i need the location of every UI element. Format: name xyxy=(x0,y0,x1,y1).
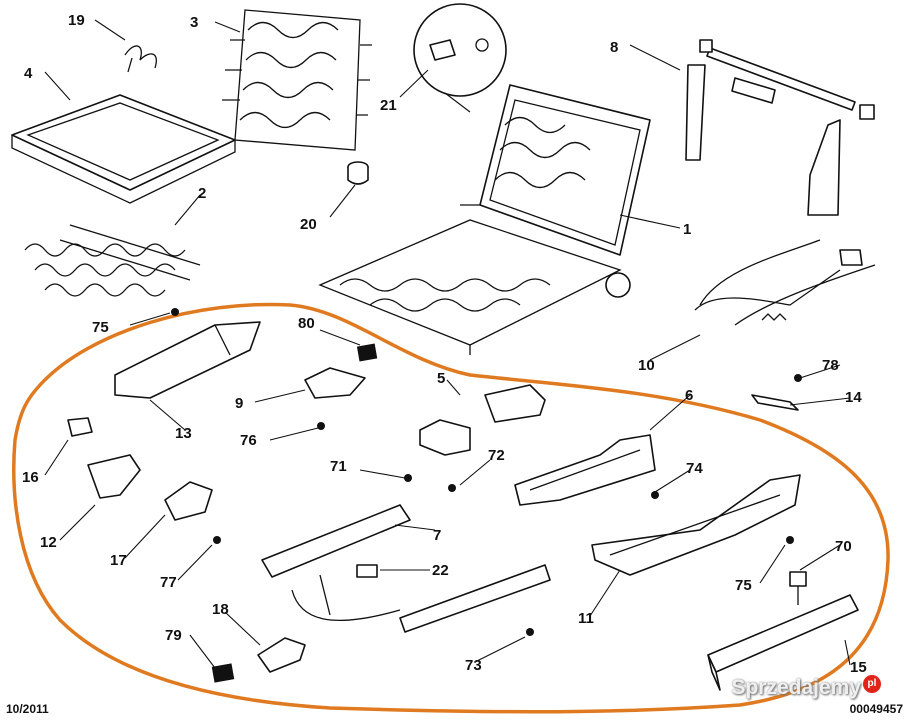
label-74: 74 xyxy=(686,460,703,477)
part-4-cushion-frame xyxy=(11,94,236,204)
part-80-9 xyxy=(304,343,378,399)
part-16-cap xyxy=(67,417,93,437)
label-19: 19 xyxy=(68,12,85,29)
part-15-70-trim xyxy=(707,571,859,691)
part-10-rods xyxy=(694,239,876,326)
part-3-spring-mat xyxy=(222,9,372,151)
label-73: 73 xyxy=(465,657,482,674)
label-16: 16 xyxy=(22,469,39,486)
label-1: 1 xyxy=(683,221,691,238)
label-20: 20 xyxy=(300,216,317,233)
label-5: 5 xyxy=(437,370,445,387)
part-19-clip xyxy=(124,45,157,73)
label-9: 9 xyxy=(235,395,243,412)
part-18-79-connector xyxy=(211,637,306,683)
watermark-text: Sprzedajemy xyxy=(731,676,861,699)
label-13: 13 xyxy=(175,425,192,442)
label-21: 21 xyxy=(380,97,397,114)
label-15: 15 xyxy=(850,659,867,676)
label-11: 11 xyxy=(578,610,594,627)
label-8: 8 xyxy=(610,39,618,56)
label-78: 78 xyxy=(822,357,839,374)
footer-reference: 00049457 xyxy=(849,702,903,716)
watermark-logo-icon: pl xyxy=(863,675,881,693)
label-80: 80 xyxy=(298,315,315,332)
part-8-head-restraint-guide xyxy=(685,39,875,216)
label-14: 14 xyxy=(845,389,862,406)
part-11-side-cover xyxy=(591,474,801,576)
label-22: 22 xyxy=(432,562,449,579)
label-10: 10 xyxy=(638,357,655,374)
highlight-outline xyxy=(12,302,890,714)
label-72: 72 xyxy=(488,447,505,464)
label-75a: 75 xyxy=(92,319,109,336)
label-7: 7 xyxy=(433,527,441,544)
part-22-pad xyxy=(356,564,378,578)
footer-date: 10/2011 xyxy=(6,702,49,716)
part-2-spring xyxy=(24,224,201,297)
part-12-17-brackets xyxy=(87,454,213,521)
callout-labels: 19 3 8 4 21 2 20 1 75 80 10 78 5 9 13 14… xyxy=(22,12,867,676)
label-17: 17 xyxy=(110,552,127,569)
label-70: 70 xyxy=(835,538,852,555)
part-1-seat-frame xyxy=(318,84,651,355)
label-2: 2 xyxy=(198,185,206,202)
part-6-bracket xyxy=(514,434,656,506)
label-18: 18 xyxy=(212,601,229,618)
label-6: 6 xyxy=(685,387,693,404)
label-77: 77 xyxy=(160,574,177,591)
part-20-bushing xyxy=(347,161,369,185)
part-13-cover xyxy=(114,321,261,399)
part-21-detail xyxy=(413,3,507,113)
leader-lines xyxy=(44,19,851,669)
part-5-bracket xyxy=(419,384,546,456)
label-71: 71 xyxy=(330,458,347,475)
label-79: 79 xyxy=(165,627,182,644)
label-75b: 75 xyxy=(735,577,752,594)
label-3: 3 xyxy=(190,14,198,31)
label-4: 4 xyxy=(24,65,33,82)
label-12: 12 xyxy=(40,534,57,551)
screw-markers xyxy=(171,308,802,636)
label-76: 76 xyxy=(240,432,257,449)
part-14-clip xyxy=(751,394,799,411)
part-7-rails xyxy=(261,504,551,633)
